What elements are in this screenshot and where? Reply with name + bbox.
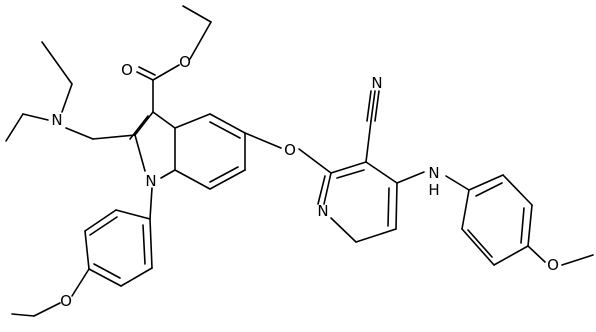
atom-label-amino-hydrogen: H	[428, 181, 439, 199]
atom-label-ether-oxygen: O	[284, 141, 296, 159]
atom-label-nitrile-nitrogen: N	[371, 74, 382, 92]
atom-label-methoxy-oxygen-right: O	[547, 256, 559, 274]
bond-lines	[5, 5, 594, 317]
atom-label-amino-nitrogen: N	[428, 164, 439, 182]
atom-label-pyridine-nitrogen: N	[317, 202, 328, 220]
atom-label-indole-nitrogen: N	[145, 172, 156, 190]
atom-label-methoxy-oxygen-left: O	[60, 292, 72, 310]
atom-label-amine-nitrogen: N	[51, 111, 62, 129]
atom-label-carbonyl-oxygen: O	[121, 61, 133, 79]
atom-labels: O O N N O N N N H O O	[51, 53, 559, 310]
atom-label-ester-oxygen: O	[179, 53, 191, 71]
